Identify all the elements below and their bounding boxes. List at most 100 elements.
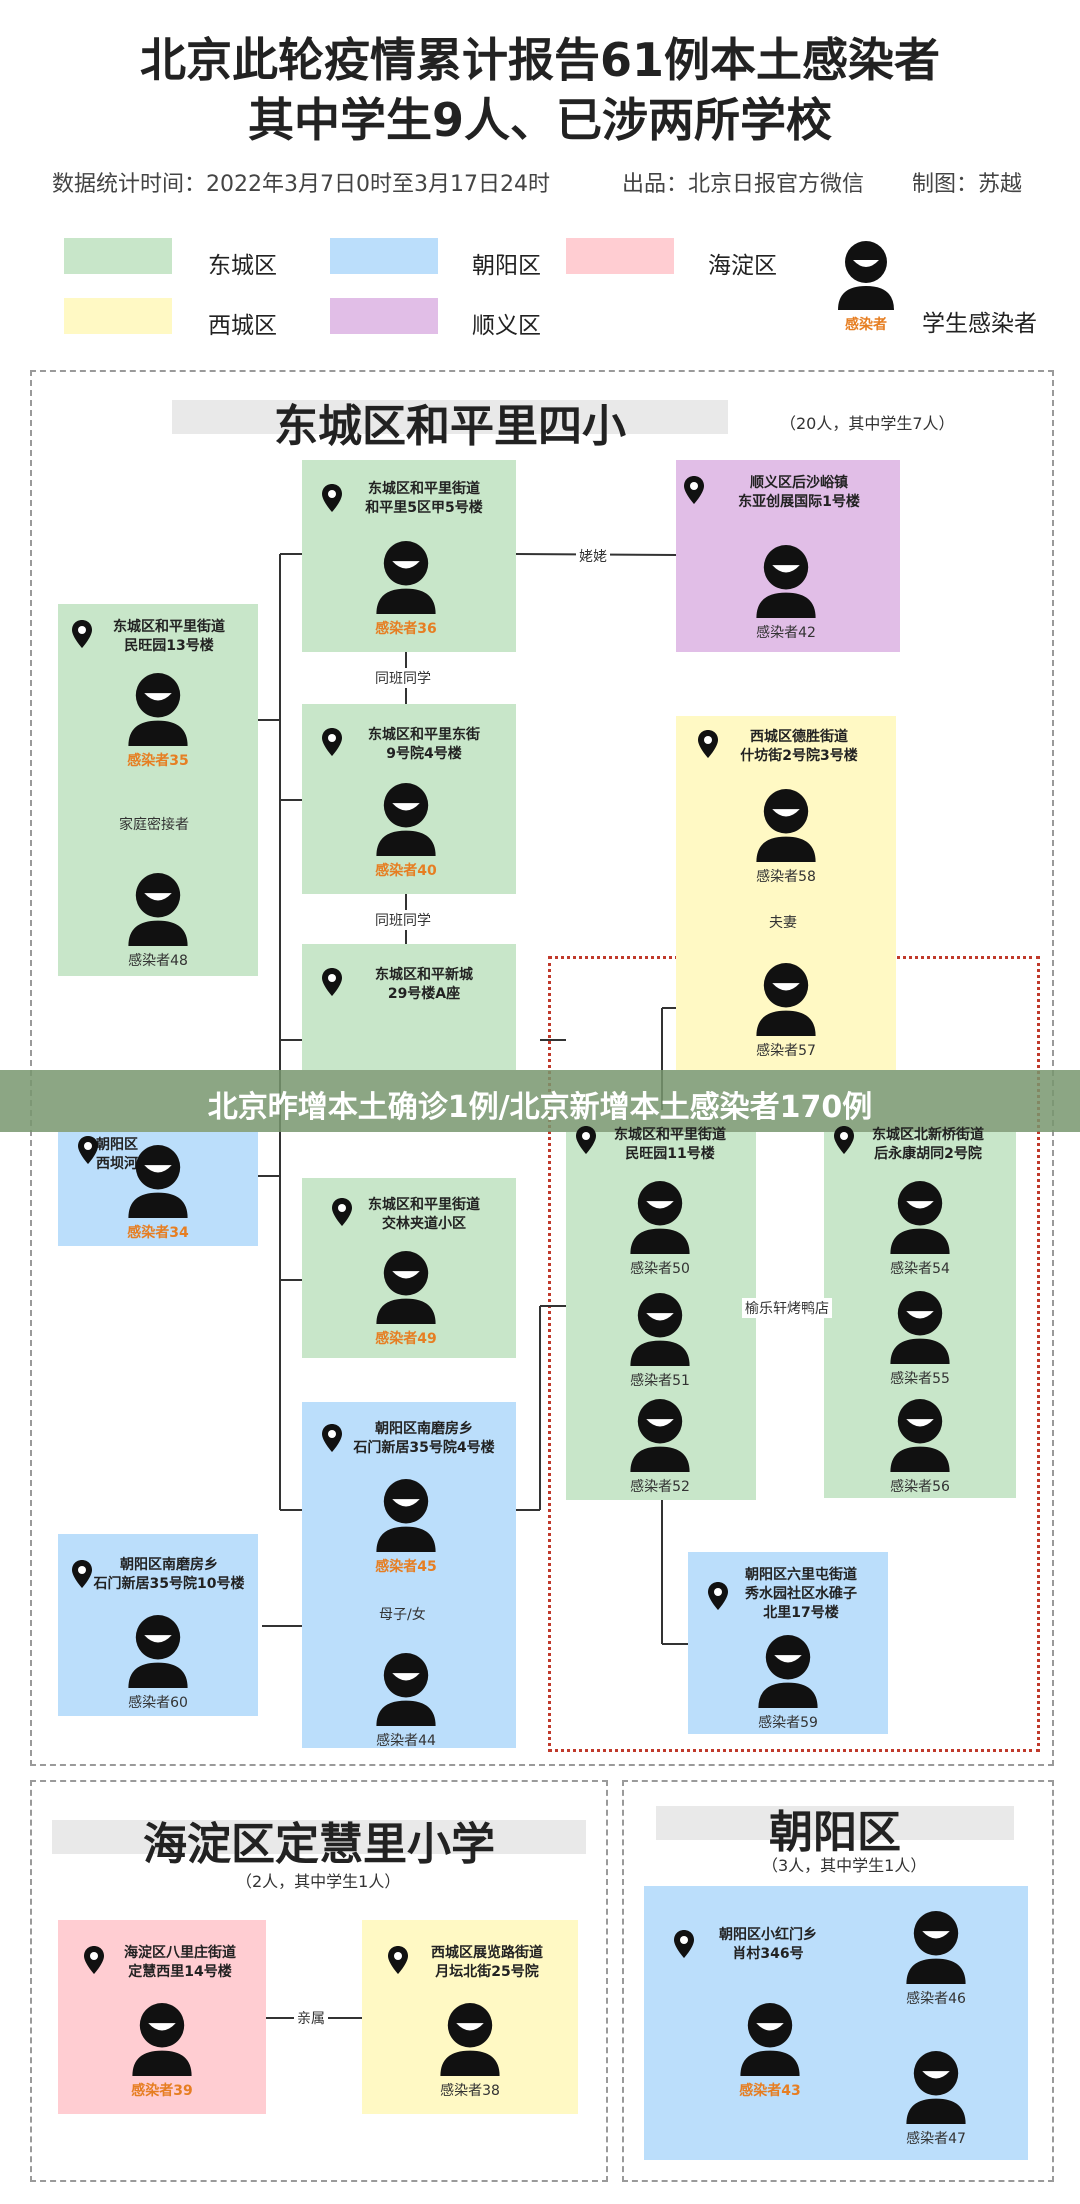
person-label: 感染者46 [906,1991,966,2007]
person-icon [630,1293,690,1366]
location-pin-icon [322,484,342,512]
section-chaoyang-title-bar [656,1806,1014,1840]
legend-swatch-dongcheng [64,238,172,274]
person-label: 感染者59 [758,1715,818,1731]
section-dongcheng-note: （20人，其中学生7人） [780,414,955,433]
credit: 制图：苏越 [912,172,1023,197]
person-icon [630,1399,690,1472]
location-pin-icon [322,1424,342,1452]
location-pin-icon [84,1946,104,1974]
person-icon [890,1181,950,1254]
student-person-icon [376,541,436,614]
source: 出品：北京日报官方微信 [622,172,865,197]
person-label: 感染者38 [440,2083,500,2099]
student-person-icon [128,1145,188,1218]
person-icon [890,1399,950,1472]
section-chaoyang-title: 朝阳区 [769,1807,901,1858]
location-pin-icon [698,730,718,758]
person-icon [440,2003,500,2076]
person-label: 感染者60 [128,1695,188,1711]
section-haidian [30,1780,608,2182]
location-pin-icon [322,728,342,756]
location-pin-icon [72,620,92,648]
legend-swatch-xicheng [64,298,172,334]
person-label: 感染者50 [630,1261,690,1277]
legend-swatch-haidian [566,238,674,274]
person-icon [128,873,188,946]
person-label: 感染者36 [375,621,437,637]
student-person-icon [376,1251,436,1324]
legend-label-haidian: 海淀区 [708,253,777,279]
person-label: 感染者55 [890,1371,950,1387]
location-pin-icon [684,476,704,504]
relation-relative: 亲属 [294,2008,328,2028]
person-label: 感染者57 [756,1043,816,1059]
person-label: 感染者34 [127,1225,189,1241]
person-label: 感染者45 [375,1559,437,1575]
person-icon [758,1635,818,1708]
location-pin-icon [576,1126,596,1154]
relation-classmate-2: 同班同学 [372,910,434,930]
person-label: 感染者48 [128,953,188,969]
legend-label-student: 学生感染者 [922,311,1037,337]
section-dongcheng [30,370,1054,1766]
person-label: 感染者39 [131,2083,193,2099]
address-b10: 东城区和平里街道民旺园11号楼 [614,1127,726,1162]
box-hepingxincheng [302,944,516,1070]
person-icon [906,2051,966,2124]
student-person-icon [376,783,436,856]
person-label: 感染者43 [739,2083,801,2099]
person-label: 感染者44 [376,1733,436,1749]
person-icon [756,545,816,618]
location-pin-icon [78,1136,98,1164]
location-pin-icon [708,1582,728,1610]
location-pin-icon [834,1126,854,1154]
person-icon [630,1181,690,1254]
address-b16: 朝阳区小红门乡肖村346号 [719,1927,817,1962]
person-label: 感染者51 [630,1373,690,1389]
person-label: 感染者49 [375,1331,437,1347]
news-banner-text[interactable]: 北京昨增本土确诊1例/北京新增本土感染者170例 [207,1090,873,1125]
student-person-icon [838,241,894,310]
legend-swatch-shunyi [330,298,438,334]
location-pin-icon [674,1930,694,1958]
address-b14: 海淀区八里庄街道定慧西里14号楼 [124,1945,236,1980]
student-person-icon [132,2003,192,2076]
relation-family-contact: 家庭密接者 [116,814,192,834]
relation-classmate-1: 同班同学 [372,668,434,688]
person-label: 感染者40 [375,863,437,879]
section-chaoyang-note: （3人，其中学生1人） [762,1856,927,1875]
legend-label-xicheng: 西城区 [208,313,277,339]
person-label: 感染者52 [630,1479,690,1495]
section-haidian-note: （2人，其中学生1人） [236,1872,401,1891]
title-line-1: 北京此轮疫情累计报告61例本土感染者 [139,33,940,87]
person-label: 感染者47 [906,2131,966,2147]
news-banner [0,1070,1080,1132]
section-haidian-title-bar [52,1820,586,1854]
location-pin-icon [322,968,342,996]
legend-label-dongcheng: 东城区 [208,253,277,279]
person-label: 感染者54 [890,1261,950,1277]
person-label: 感染者35 [127,753,189,769]
address-b2: 东城区和平里街道和平里5区甲5号楼 [365,481,483,516]
student-person-icon [376,1479,436,1552]
person-icon [128,1615,188,1688]
student-person-icon [740,2003,800,2076]
legend-label-chaoyang: 朝阳区 [472,253,541,279]
person-label: 感染者58 [756,869,816,885]
title-line-2: 其中学生9人、已涉两所学校 [247,93,832,147]
section-dongcheng-title: 东城区和平里四小 [274,401,626,452]
address-b11: 东城区北新桥街道后永康胡同2号院 [872,1127,984,1162]
address-b15: 西城区展览路街道月坛北街25号院 [431,1945,543,1980]
address-b9: 朝阳区西坝河 [96,1137,138,1172]
person-icon [756,963,816,1036]
location-pin-icon [332,1198,352,1226]
person-label: 感染者56 [890,1479,950,1495]
person-icon [906,1911,966,1984]
student-person-icon [128,673,188,746]
relation-laolao: 姥姥 [576,546,610,566]
legend-label-shunyi: 顺义区 [472,313,541,339]
address-b13: 朝阳区六里屯街道秀水园社区水碓子北里17号楼 [745,1567,857,1621]
